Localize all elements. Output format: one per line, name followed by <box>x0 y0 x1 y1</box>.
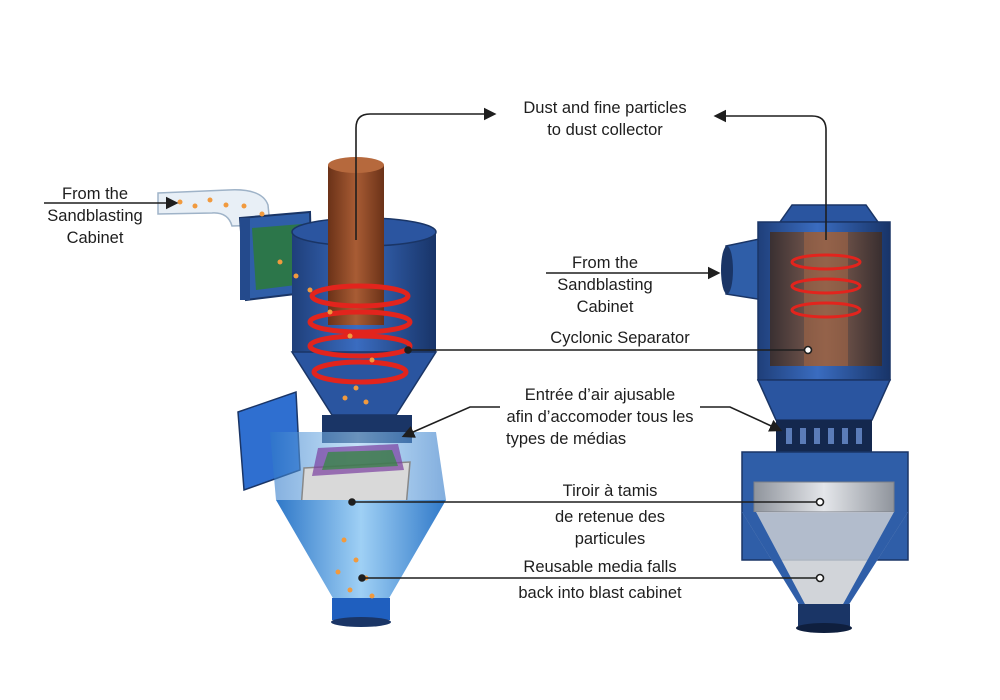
leader-lines <box>44 107 827 583</box>
right-inlet-line-3: Cabinet <box>576 298 634 316</box>
air-inlet-line-1: Entrée d’air ajusable <box>524 386 676 404</box>
right-inlet-line-2: Sandblasting <box>557 276 653 294</box>
right-swirl-arrows <box>790 253 862 319</box>
sieve-drawer-label: Tiroir à tamis de retenue des particules <box>510 480 710 550</box>
air-inlet-leader-left <box>401 406 500 438</box>
right-sieve-drawer <box>753 481 895 513</box>
media-line-2: back into blast cabinet <box>518 584 682 602</box>
dust-arrow-right <box>713 109 827 240</box>
air-inlet-leader-right <box>700 406 783 432</box>
left-inlet-line-3: Cabinet <box>66 229 124 247</box>
dust-collector-label: Dust and fine particles to dust collecto… <box>480 97 730 141</box>
left-inlet-line-1: From the <box>61 185 129 203</box>
sieve-line-1: Tiroir à tamis <box>562 482 658 500</box>
left-particles <box>177 197 375 405</box>
sieve-line-3: particules <box>574 530 646 548</box>
air-inlet-label: Entrée d’air ajusable afin d’accomoder t… <box>480 384 720 450</box>
right-lower-cone <box>742 512 908 606</box>
right-inlet-line-1: From the <box>571 254 639 272</box>
left-inlet-label: From the Sandblasting Cabinet <box>30 183 160 249</box>
media-line-1: Reusable media falls <box>523 558 677 576</box>
dust-label-line-1: Dust and fine particles <box>523 99 687 117</box>
left-inlet-line-2: Sandblasting <box>47 207 143 225</box>
right-separator-exterior <box>721 204 909 633</box>
cyclonic-separator-label: Cyclonic Separator <box>550 329 690 347</box>
sieve-line-2: de retenue des <box>554 508 666 526</box>
dust-arrow-left <box>355 107 497 240</box>
left-swirl-arrows <box>307 283 413 385</box>
air-inlet-line-2: afin d’accomoder tous les <box>506 408 694 426</box>
reusable-media-label: Reusable media falls back into blast cab… <box>480 556 720 604</box>
left-separator-cutaway <box>157 157 446 627</box>
dust-label-line-2: to dust collector <box>547 121 663 139</box>
left-hopper <box>276 500 446 600</box>
right-inlet-label: From the Sandblasting Cabinet <box>540 252 670 318</box>
air-inlet-line-3: types de médias <box>506 430 627 448</box>
